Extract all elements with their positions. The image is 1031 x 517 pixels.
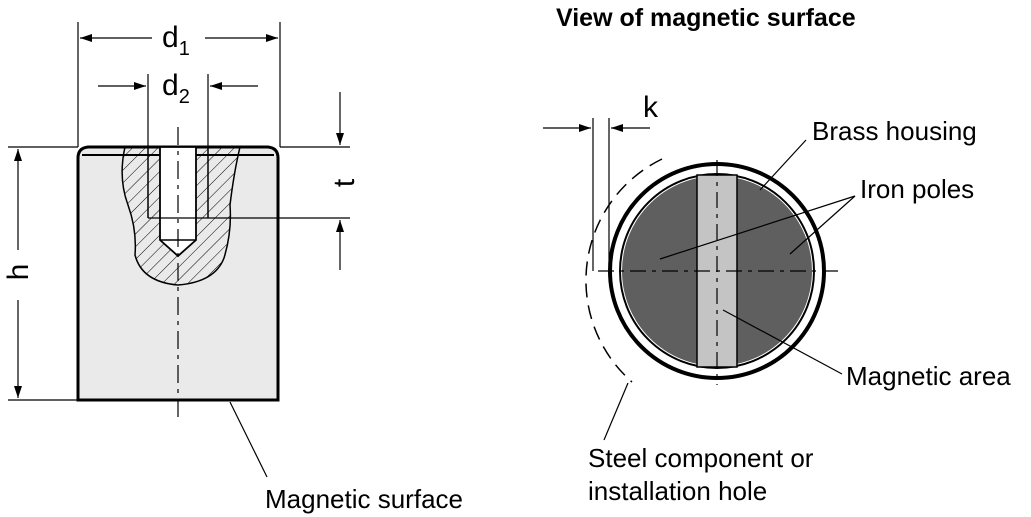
steel-component-arc: [585, 158, 663, 383]
magnetic-surface-leader: [229, 401, 268, 478]
magnetic-surface-label: Magnetic surface: [265, 484, 463, 514]
d2-label: d2: [162, 69, 190, 108]
d1-label: d1: [162, 21, 190, 60]
steel-component-label-line2: installation hole: [588, 476, 767, 506]
magnetic-area-label: Magnetic area: [846, 361, 1011, 391]
iron-poles-leader-2: [789, 195, 856, 255]
t-label: t: [328, 178, 361, 187]
brass-housing-label: Brass housing: [812, 116, 977, 146]
steel-component-leader: [603, 382, 629, 441]
iron-poles-leader-1: [659, 195, 856, 260]
side-view: d1 d2 h t Magnetic surface: [2, 21, 463, 514]
magnetic-area-leader: [722, 309, 843, 375]
h-label: h: [2, 264, 35, 281]
iron-poles-label: Iron poles: [860, 174, 974, 204]
steel-component-label-line1: Steel component or: [588, 443, 814, 473]
k-label: k: [643, 91, 659, 124]
face-view: View of magnetic surface k Brass housing…: [543, 4, 1011, 506]
view-title: View of magnetic surface: [556, 4, 856, 32]
brass-housing-leader: [759, 139, 807, 191]
